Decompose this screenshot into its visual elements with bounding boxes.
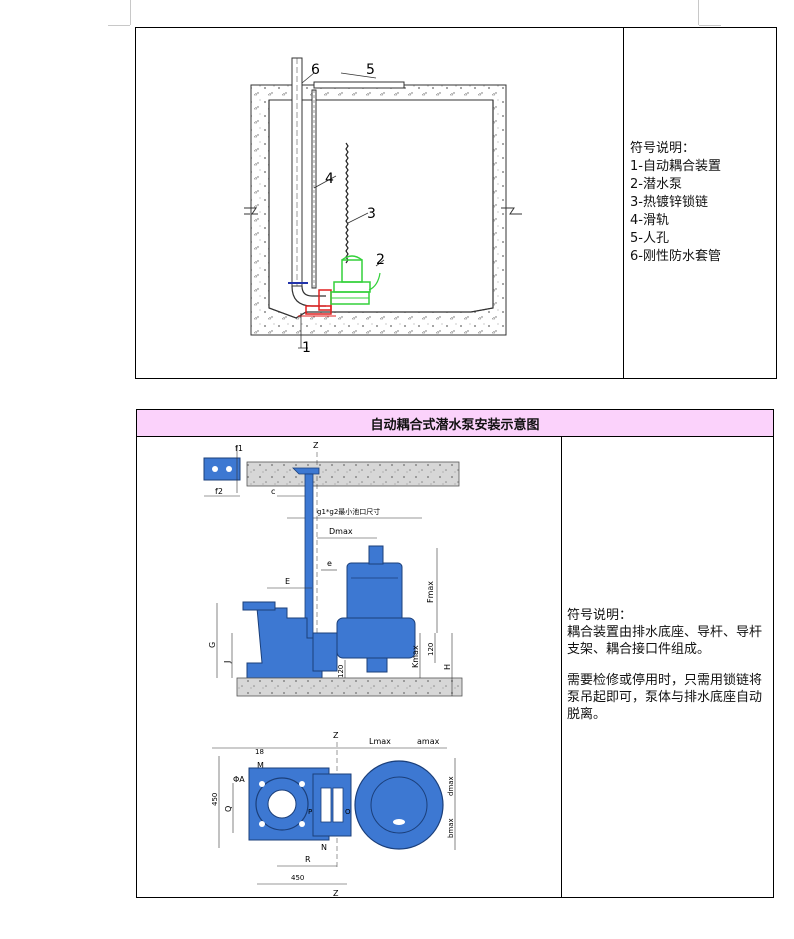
desc-title: 符号说明：	[567, 608, 633, 623]
dim-z-bottom: Z	[333, 889, 339, 898]
legend-item: 5-人孔	[630, 231, 669, 246]
dim-c: c	[271, 487, 275, 496]
dim-e-big: E	[285, 577, 290, 586]
dim-z: Z	[313, 441, 319, 450]
legend-item: 1-自动耦合装置	[630, 159, 721, 174]
dim-p: P	[308, 808, 312, 816]
cell-divider	[561, 437, 562, 897]
corner-mark	[108, 25, 130, 26]
dim-q: Q	[224, 806, 233, 812]
symbol-legend: 符号说明： 1-自动耦合装置 2-潜水泵 3-热镀锌锁链 4-滑轨 5-人孔 6…	[630, 140, 721, 266]
dim-f2: f2	[215, 487, 223, 496]
corner-mark	[698, 0, 699, 25]
callout-1: 1	[302, 340, 311, 356]
dim-h: H	[443, 664, 452, 670]
cell-divider	[623, 28, 624, 378]
dim-fmax: Fmax	[426, 581, 435, 603]
desc-paragraph: 需要检修或停用时，只需用锁链将泵吊起即可，泵体与排水底座自动脱离。	[567, 673, 763, 722]
corner-mark	[130, 0, 131, 25]
dim-kmax: Kmax	[411, 645, 420, 668]
callout-3: 3	[367, 206, 376, 222]
dim-r: R	[305, 855, 311, 864]
dim-dmax-plan: dmax	[447, 776, 455, 796]
corner-mark	[699, 25, 721, 26]
dim-bmax: bmax	[447, 818, 455, 838]
dim-f1: f1	[235, 444, 243, 453]
pit-diagram-table: 1 2 3 4 5 6 符号说明： 1-自动耦合装置 2-潜水泵 3-热镀锌锁链…	[135, 27, 777, 379]
install-diagram-table: 自动耦合式潜水泵安装示意图 f1 f2 Z c g1*g2最小池口	[136, 409, 774, 898]
callout-2: 2	[376, 252, 385, 268]
legend-item: 4-滑轨	[630, 213, 669, 228]
dim-120a: 120	[427, 643, 435, 656]
legend-item: 6-刚性防水套管	[630, 249, 721, 264]
dim-lmax: Lmax	[369, 737, 391, 746]
dim-g: G	[208, 642, 217, 648]
dim-n: N	[321, 843, 327, 852]
desc-paragraph: 耦合装置由排水底座、导杆、导杆支架、耦合接口件组成。	[567, 625, 763, 657]
dim-j: J	[223, 661, 232, 664]
dim-phia: ΦA	[233, 775, 245, 784]
legend-title: 符号说明：	[630, 141, 696, 156]
dim-e: e	[327, 559, 332, 568]
dim-450a: 450	[211, 793, 219, 806]
legend-item: 2-潜水泵	[630, 177, 682, 192]
dim-18: 18	[255, 748, 264, 756]
table-title: 自动耦合式潜水泵安装示意图	[137, 410, 773, 437]
dim-o: O	[345, 808, 351, 816]
dim-amax: amax	[417, 737, 440, 746]
dim-120b: 120	[337, 665, 345, 678]
dim-z-top: Z	[333, 731, 339, 740]
dim-m: M	[257, 761, 264, 770]
pit-section-diagram: 1 2 3 4 5 6	[244, 57, 522, 356]
description: 符号说明： 耦合装置由排水底座、导杆、导杆支架、耦合接口件组成。 需要检修或停用…	[567, 607, 771, 737]
callout-6: 6	[311, 62, 320, 78]
dim-dmax: Dmax	[329, 527, 353, 536]
callout-4: 4	[325, 171, 334, 187]
dim-g1g2: g1*g2最小池口尺寸	[317, 507, 380, 516]
legend-item: 3-热镀锌锁链	[630, 195, 708, 210]
callout-5: 5	[366, 62, 375, 78]
installation-diagram: f1 f2 Z c g1*g2最小池口尺寸 Dmax e E	[203, 441, 463, 898]
dim-450b: 450	[291, 874, 304, 882]
